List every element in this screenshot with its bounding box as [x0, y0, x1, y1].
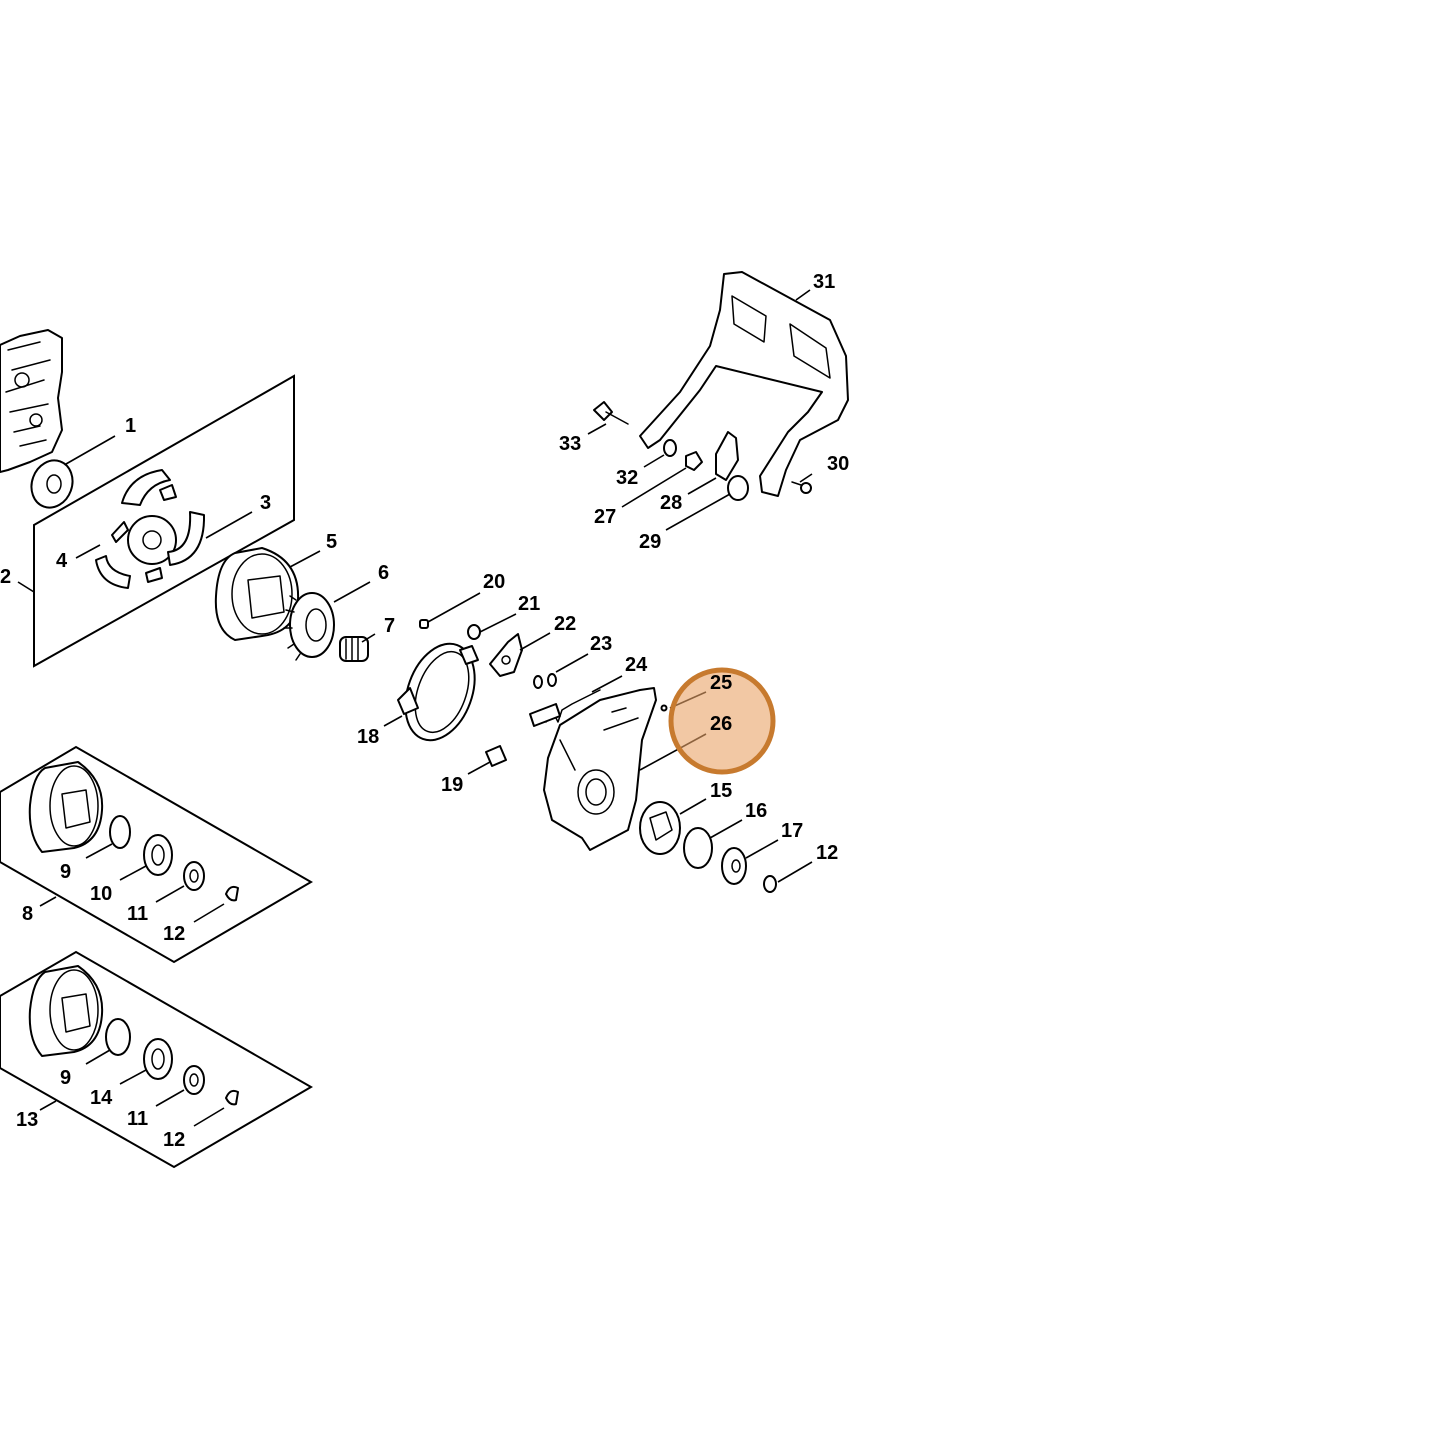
- callout-27: 27: [594, 506, 616, 528]
- crankcase-part: [0, 329, 63, 473]
- callout-20: 20: [483, 571, 505, 593]
- callout-3: 3: [260, 492, 271, 514]
- brake-band-part-18: [397, 642, 479, 742]
- washer-part-32: [663, 439, 677, 457]
- group-box-rim-sprocket-a: [0, 745, 313, 964]
- callout-28: 28: [660, 492, 682, 514]
- nut-part-27: [685, 451, 703, 471]
- bracket-part-28: [715, 431, 739, 481]
- screw-part-25: [660, 704, 668, 712]
- callout-10: 10: [90, 883, 112, 905]
- callout-33: 33: [559, 433, 581, 455]
- callout-31: 31: [813, 271, 835, 293]
- group-box-rim-sprocket-b: [0, 950, 313, 1169]
- spring-part-24: [529, 689, 601, 727]
- callout-12-a: 12: [163, 923, 185, 945]
- callout-11-b: 11: [127, 1108, 148, 1130]
- lever-part-22: [489, 633, 523, 677]
- callout-9-b: 9: [60, 1067, 71, 1089]
- callout-14: 14: [90, 1087, 113, 1109]
- sprocket-part-15: [639, 801, 681, 855]
- callout-4: 4: [56, 550, 68, 572]
- callout-18: 18: [357, 726, 379, 748]
- rim-sprocket-group-b: [28, 965, 239, 1106]
- callout-30: 30: [827, 453, 849, 475]
- callout-23: 23: [590, 633, 612, 655]
- washer-part-1: [30, 459, 74, 509]
- callout-26: 26: [710, 713, 732, 735]
- callout-7: 7: [384, 615, 395, 637]
- pin-part-19: [485, 745, 507, 767]
- clutch-drum-part-5: [214, 547, 300, 641]
- callout-24: 24: [625, 654, 648, 676]
- callout-9-a: 9: [60, 861, 71, 883]
- callout-2: 2: [0, 566, 11, 588]
- callout-1: 1: [125, 415, 136, 437]
- callout-labels: 1 2 3 4 5 6 7 8 9 10 11 12 13 9 14 11 12…: [0, 271, 849, 1151]
- callout-11-a: 11: [127, 903, 148, 925]
- callout-21: 21: [518, 593, 540, 615]
- callout-12-b: 12: [163, 1129, 185, 1151]
- sprocket-part-6: [283, 592, 335, 661]
- clutch-assembly-part: [95, 469, 206, 589]
- highlight-circle: [668, 667, 776, 775]
- callout-25: 25: [710, 672, 732, 694]
- callout-29: 29: [639, 531, 661, 553]
- hand-guard-part-31: [639, 271, 849, 497]
- callout-6: 6: [378, 562, 389, 584]
- ring-part-16: [683, 827, 713, 869]
- callout-5: 5: [326, 531, 337, 553]
- callout-13: 13: [16, 1109, 38, 1131]
- group-box-clutch: [33, 374, 295, 668]
- pin-part-20: [419, 619, 429, 629]
- bushing-part-23: [533, 673, 557, 689]
- clip-part-12: [763, 875, 777, 893]
- callout-12-c: 12: [816, 842, 838, 864]
- rim-sprocket-group-a: [28, 761, 239, 902]
- callout-15: 15: [710, 780, 732, 802]
- callout-19: 19: [441, 774, 463, 796]
- washer-part-29: [727, 475, 749, 501]
- needle-bearing-part-7: [339, 636, 369, 662]
- callout-17: 17: [781, 820, 803, 842]
- washer-part-17: [721, 847, 747, 885]
- sprocket-cover-part-26: [543, 687, 657, 851]
- ring-part-21: [467, 624, 481, 640]
- callout-8: 8: [22, 903, 33, 925]
- callout-16: 16: [745, 800, 767, 822]
- callout-22: 22: [554, 613, 576, 635]
- callout-32: 32: [616, 467, 638, 489]
- screw-part-30: [791, 481, 812, 494]
- screw-part-33: [593, 401, 629, 425]
